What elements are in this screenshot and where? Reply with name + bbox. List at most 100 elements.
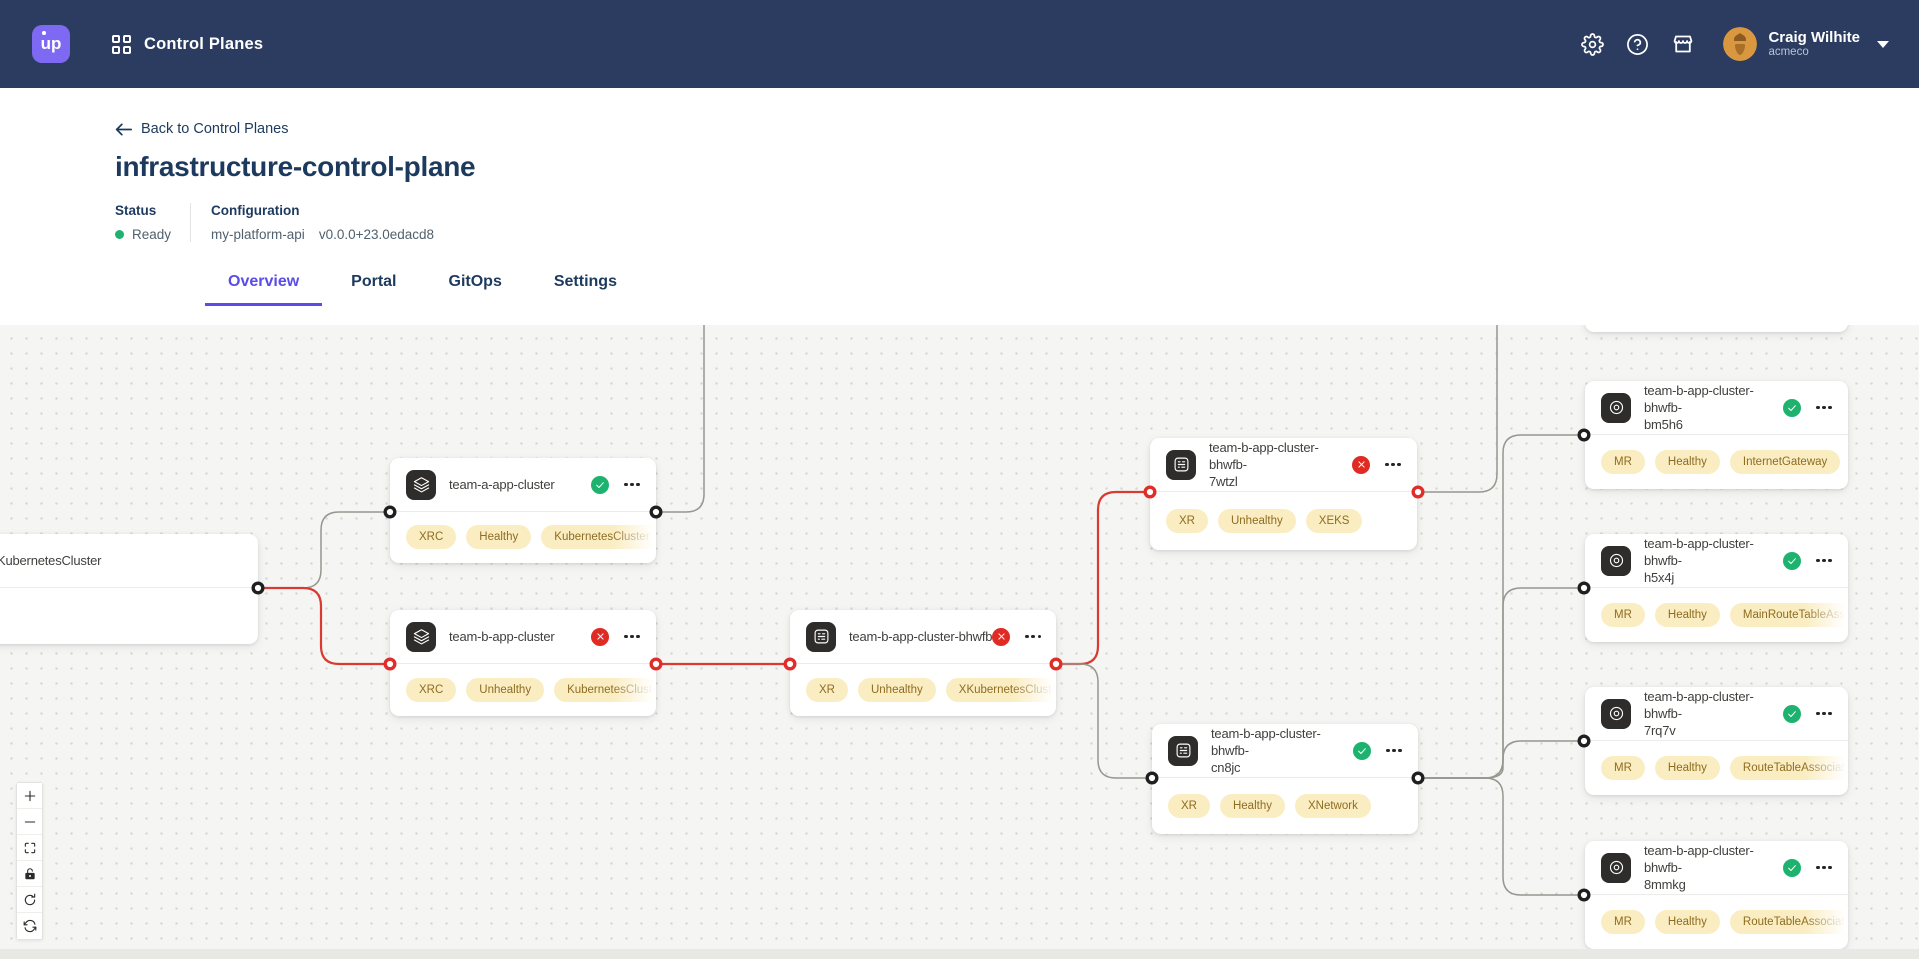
node-menu-button[interactable] (1023, 631, 1043, 643)
node-menu-button[interactable] (1383, 459, 1403, 471)
graph-edge (1418, 325, 1498, 493)
node-badge-row: MRHealthyRouteTableAssociation (1585, 895, 1848, 948)
node-badge: MainRouteTableAssociation (1729, 602, 1848, 627)
node-badge-row: XR Healthy XNetwork (1152, 778, 1418, 833)
status-label: Status (115, 202, 157, 218)
node-badge: Unhealthy (466, 677, 545, 702)
node-badge: MR (1601, 909, 1645, 934)
composite-resource-icon (814, 629, 828, 644)
graph-edge (1056, 490, 1150, 666)
back-link[interactable]: Back to Control Planes (115, 121, 289, 137)
node-badge-row: API (0, 588, 258, 643)
node-menu-button[interactable] (622, 479, 642, 491)
gear-icon (1581, 32, 1605, 56)
tab-bar: Overview Portal GitOps Settings (205, 273, 1919, 306)
zoom-out-button[interactable] (17, 809, 42, 835)
node-menu-button[interactable] (1814, 862, 1834, 874)
node-badge: XR (1168, 793, 1210, 818)
graph-edge (656, 325, 705, 513)
node-badge: RouteTableAssociation (1729, 755, 1848, 780)
settings-button[interactable] (1581, 32, 1605, 56)
node-badge-row: MRHealthyRouteTableAssociation (1585, 741, 1848, 794)
healthy-check-icon (1788, 404, 1797, 411)
node-badge: XNetwork (1294, 793, 1371, 818)
node-label: team-b-app-cluster-bhwfb-7rq7v (1644, 689, 1754, 738)
healthy-status-icon (1783, 704, 1802, 723)
user-menu[interactable]: Craig Wilhite acmeco (1768, 29, 1860, 59)
fit-view-button[interactable] (17, 835, 42, 861)
relayout-button[interactable] (17, 913, 42, 939)
node-badge: MR (1601, 449, 1645, 474)
node-badge: Healthy (1654, 755, 1720, 780)
node-badge: MR (1601, 602, 1645, 627)
node-label: team-b-app-cluster-bhwfb-7wtzl (1209, 440, 1319, 489)
tab-settings[interactable]: Settings (531, 273, 640, 306)
node-menu-button[interactable] (1384, 745, 1404, 757)
tab-gitops[interactable]: GitOps (426, 273, 525, 306)
configuration-label: Configuration (211, 202, 300, 218)
storefront-icon (1674, 35, 1693, 53)
avatar[interactable] (1723, 27, 1758, 61)
chevron-down-icon[interactable] (1877, 40, 1889, 48)
node-card-kubernetescluster[interactable]: KKubernetesClusterAPI (0, 534, 258, 644)
zoom-in-button[interactable] (17, 783, 42, 809)
configuration-block: Configuration my-platform-api v0.0.0+23.… (211, 203, 434, 242)
node-menu-button[interactable] (1814, 708, 1834, 720)
grid-icon (112, 34, 131, 54)
node-badge: Healthy (466, 525, 532, 549)
node-menu-button[interactable] (1814, 402, 1834, 414)
status-value: Ready (132, 226, 172, 242)
graph-edge (1418, 434, 1584, 779)
node-label: team-b-app-cluster-bhwfb-cn8jc (1211, 726, 1321, 775)
top-navbar: up Control Planes Craig Wilhite acmeco (0, 0, 1919, 88)
node-badge: XKubernetesCluster (945, 677, 1056, 702)
claim-layers-icon (413, 477, 429, 493)
graph-edge (1056, 663, 1152, 779)
graph-edge (1418, 740, 1584, 779)
rotate-button[interactable] (17, 887, 42, 913)
graph-canvas[interactable]: KKubernetesClusterAPI team-a-app-clusterX… (0, 325, 1919, 959)
healthy-status-icon (1783, 398, 1802, 417)
upbound-logo[interactable]: up (32, 25, 70, 63)
node-badge: KubernetesCluster (554, 677, 656, 702)
composite-resource-icon (1176, 743, 1190, 758)
node-badge-row: XRC Unhealthy KubernetesCluster (390, 664, 656, 715)
help-button[interactable] (1626, 33, 1649, 56)
status-dot (115, 229, 124, 239)
node-badge: Healthy (1219, 793, 1285, 818)
marketplace-button[interactable] (1671, 32, 1695, 56)
node-badge: XRC (406, 677, 457, 702)
node-menu-button[interactable] (1814, 555, 1834, 567)
healthy-check-icon (1788, 557, 1797, 564)
managed-resource-icon (1609, 860, 1623, 875)
node-badge: Unhealthy (1217, 508, 1296, 533)
node-badge: XEKS (1305, 508, 1363, 533)
graph-edge (1418, 587, 1584, 779)
node-menu-button[interactable] (622, 631, 642, 643)
lock-button[interactable] (17, 861, 42, 887)
node-label: team-a-app-cluster (449, 477, 555, 492)
node-badge: XR (806, 677, 848, 702)
tab-portal[interactable]: Portal (328, 273, 419, 306)
healthy-check-icon (1358, 747, 1367, 754)
status-block: Status Ready (115, 203, 171, 242)
healthy-check-icon (1788, 710, 1797, 717)
question-icon (1627, 33, 1649, 55)
configuration-version: v0.0.0+23.0edacd8 (318, 226, 435, 242)
graph-edge (258, 511, 390, 589)
tab-overview[interactable]: Overview (205, 273, 323, 306)
composite-resource-icon (1174, 457, 1188, 472)
node-badge: InternetGateway (1729, 449, 1841, 474)
